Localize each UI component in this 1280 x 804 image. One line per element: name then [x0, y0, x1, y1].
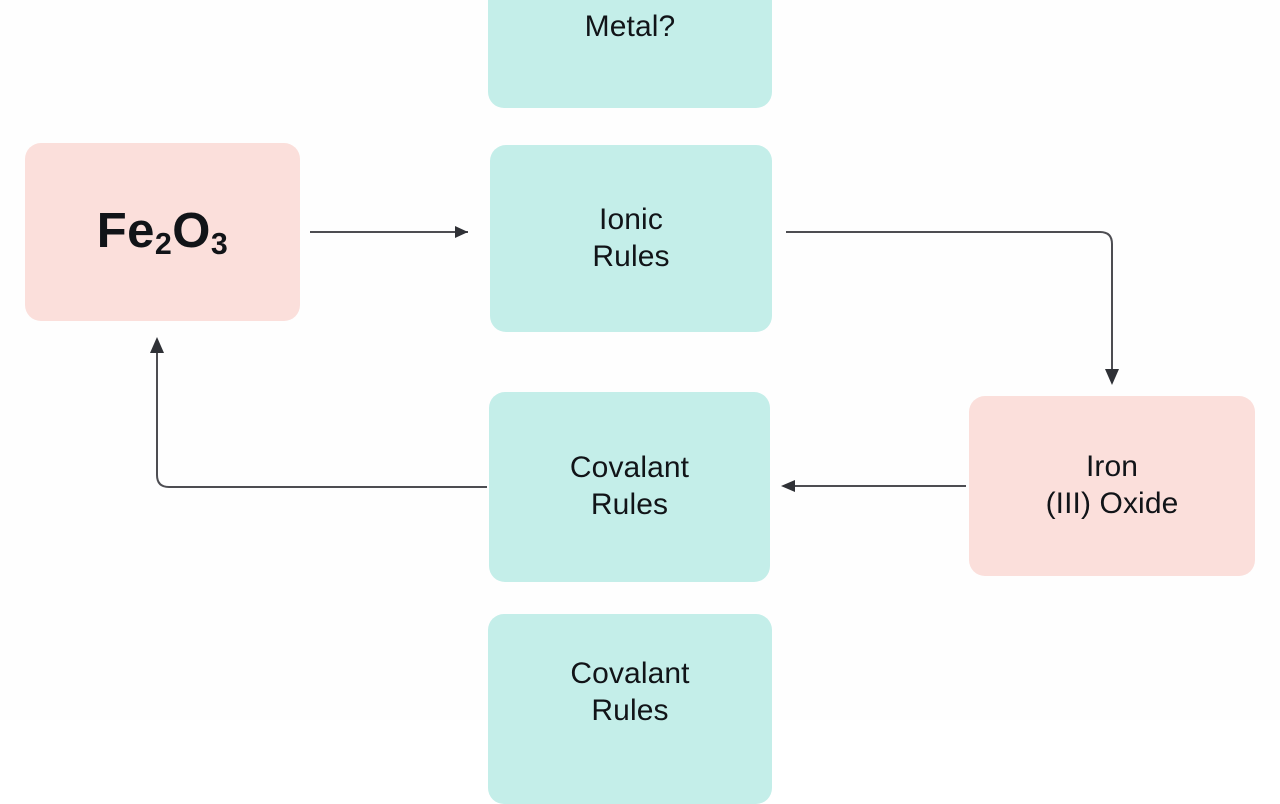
- edge-layer: [150, 226, 1119, 492]
- formula-element-fe: Fe: [96, 204, 155, 259]
- formula-subscript-2: 2: [154, 226, 173, 261]
- formula-subscript-3: 3: [210, 226, 229, 261]
- node-metal-label: Metal?: [584, 10, 676, 44]
- node-covalant-rules-label: Covalant Rules: [569, 451, 690, 521]
- diagram-canvas: Metal? Fe2O3 Ionic Rules Covalant Rules …: [25, 0, 1255, 804]
- edge-ionic-to-oxide: [786, 231, 1119, 385]
- edge-formula-to-ionic: [310, 226, 468, 238]
- formula-element-o: O: [172, 204, 211, 259]
- node-chemical-formula[interactable]: Fe2O3: [25, 143, 300, 321]
- node-ionic-rules[interactable]: Ionic Rules: [490, 145, 772, 332]
- node-iron-iii-oxide[interactable]: Iron (III) Oxide: [969, 396, 1255, 576]
- node-covalant-rules[interactable]: Covalant Rules: [489, 392, 770, 582]
- edge-oxide-to-covalent: [781, 480, 966, 492]
- node-iron-iii-oxide-label: Iron (III) Oxide: [1045, 450, 1179, 520]
- node-covalant-rules-secondary-label: Covalant Rules: [570, 657, 690, 727]
- node-metal[interactable]: Metal?: [488, 0, 772, 108]
- node-ionic-rules-label: Ionic Rules: [592, 202, 670, 273]
- node-chemical-formula-label: Fe2O3: [89, 202, 237, 262]
- edge-covalent-to-formula: [150, 337, 487, 488]
- node-covalant-rules-secondary[interactable]: Covalant Rules: [488, 614, 772, 804]
